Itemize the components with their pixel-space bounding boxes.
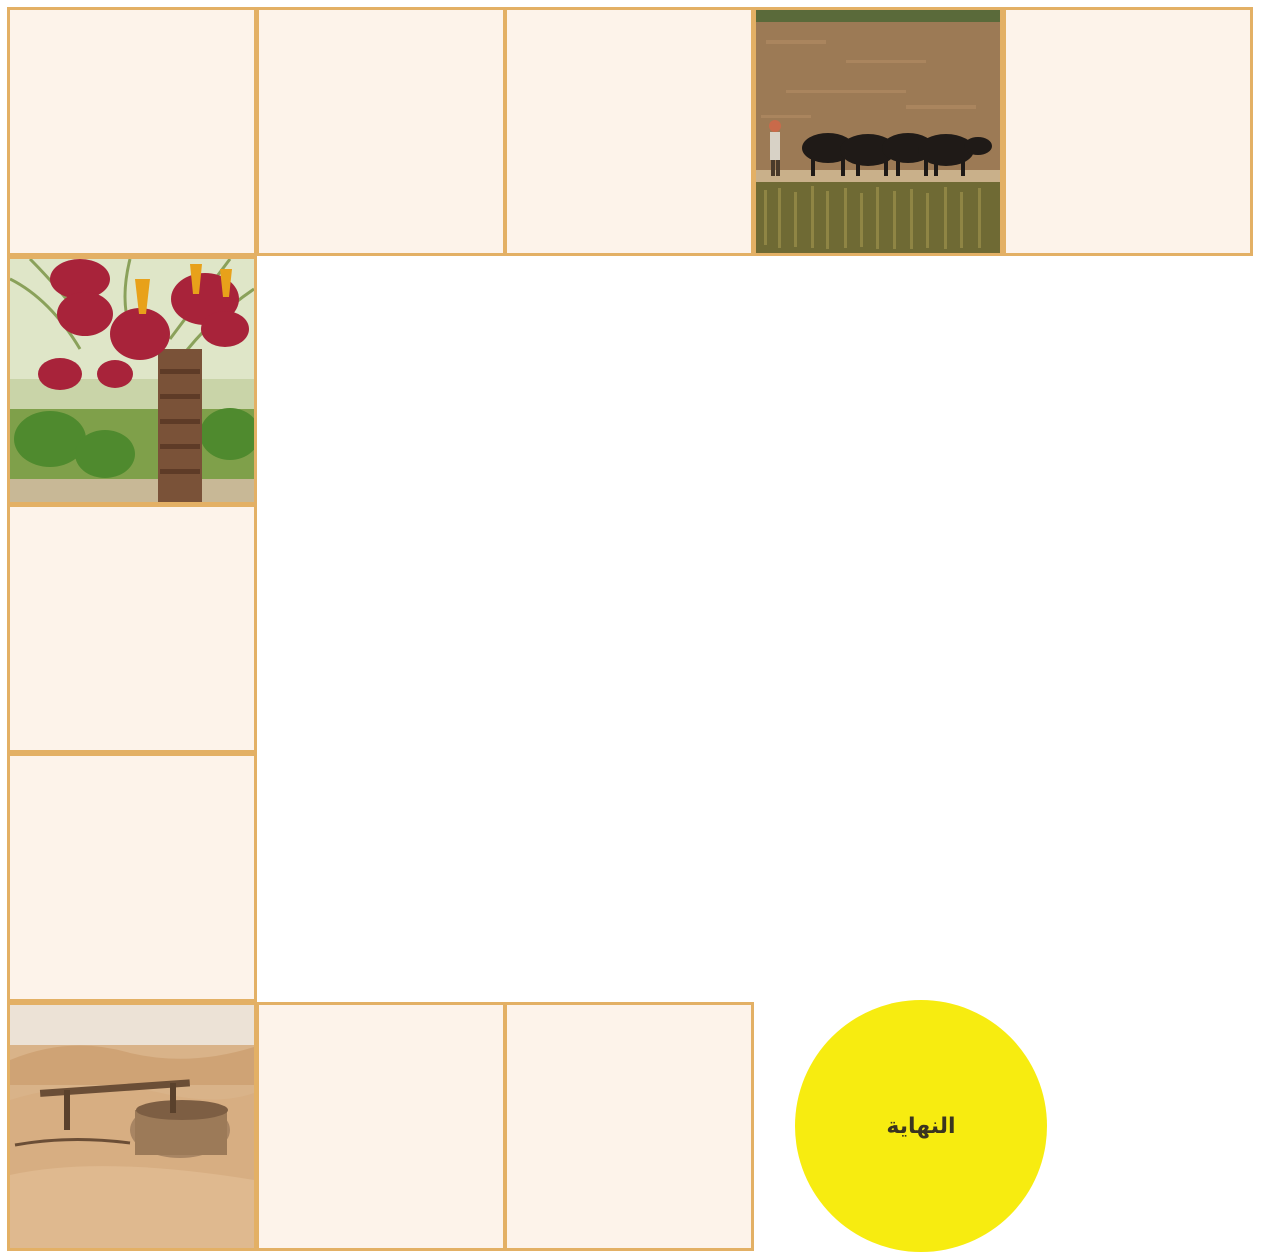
date-palm-image — [10, 259, 254, 502]
board-tile-left-2[interactable] — [7, 504, 257, 753]
board-tile-top-1[interactable] — [7, 7, 257, 256]
buffalo-ploughing-image — [756, 10, 1000, 253]
desert-well-image — [10, 1005, 254, 1248]
finish-circle[interactable]: النهاية — [795, 1000, 1047, 1252]
board-tile-left-1[interactable] — [7, 256, 257, 505]
board-tile-left-3[interactable] — [7, 753, 257, 1002]
board-tile-bottom-1[interactable] — [7, 1002, 257, 1251]
board-tile-bottom-3[interactable] — [504, 1002, 754, 1251]
board-tile-top-3[interactable] — [504, 7, 754, 256]
board-tile-bottom-2[interactable] — [256, 1002, 506, 1251]
board-tile-top-4[interactable] — [753, 7, 1003, 256]
board-tile-top-2[interactable] — [256, 7, 506, 256]
board-tile-top-5[interactable] — [1003, 7, 1253, 256]
finish-label: النهاية — [886, 1114, 955, 1139]
